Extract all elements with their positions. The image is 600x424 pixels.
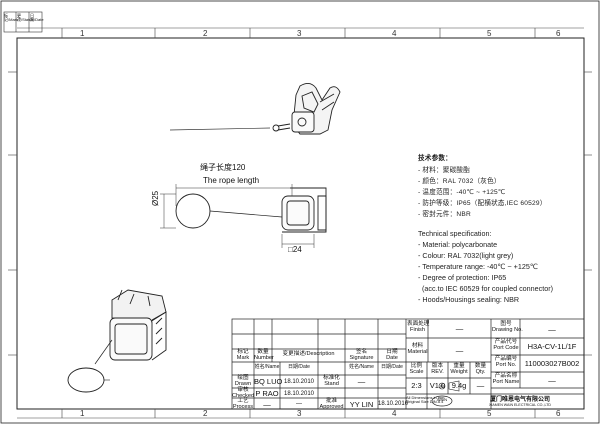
scale-value: 2:3	[411, 381, 422, 390]
row-date: 18.10.2010	[283, 379, 315, 385]
zone-label: 6	[556, 409, 561, 418]
company-logo-icon	[431, 395, 453, 407]
hood-top-view	[272, 83, 341, 135]
row-role: 绘图 Drawn	[234, 375, 252, 387]
row-std-value: YY LIN	[349, 400, 374, 409]
spec-cn-line: - 防护等级：IP65（配横状态,IEC 60529）	[418, 200, 547, 207]
revision-strip	[3, 11, 43, 33]
revision-status-label: 更改/Status	[17, 13, 34, 22]
description-header: 变更描述/Description	[282, 351, 335, 357]
zone-ticks	[8, 27, 592, 419]
spec-en-line: - Colour: RAL 7032(light grey)	[418, 251, 514, 260]
square-size-label: □24	[288, 245, 302, 254]
spec-cn-line: - 材料：聚碳酸酯	[418, 167, 470, 174]
row-role: 审核 Checked	[232, 387, 255, 399]
rope-length-cn-label: 绳子长度120	[200, 163, 246, 172]
part-no-value: 110003027B002	[524, 359, 580, 368]
finish-label: 表面处理 Finish	[407, 321, 430, 333]
material-label: 材料 Material	[407, 343, 428, 355]
drawing-no-label: 图号 Drawing No.	[492, 321, 523, 333]
title-block-grid	[231, 318, 585, 410]
zone-label: 1	[80, 29, 85, 38]
rev-label: 版本 REV.	[431, 363, 444, 375]
spec-en-line: - Degree of protection: IP65	[418, 273, 507, 282]
finish-value: —	[455, 324, 464, 333]
company-logo-text: WAIN	[436, 397, 448, 402]
date-header: 日期 Date	[386, 349, 398, 361]
company-name-cn: 厦门唯恩电气有限公司	[489, 397, 550, 403]
zone-label: 4	[392, 29, 397, 38]
product-code-value: H3A-CV-1L/1F	[527, 342, 577, 351]
part-no-label: 产品编号 Port No.	[494, 356, 518, 368]
revision-mark-label: 标记/Mark	[4, 13, 18, 22]
units-note: All Dimensions in mm Original Size DIN A…	[406, 395, 444, 405]
zone-label: 1	[80, 409, 85, 418]
row-name: —	[263, 400, 271, 409]
qty-label: 数量 Qty.	[474, 363, 487, 375]
zone-label: 2	[203, 409, 208, 418]
zone-label: 6	[556, 29, 561, 38]
zone-label: 5	[487, 29, 492, 38]
row-name: P RAO	[255, 389, 279, 398]
drawing-no-value: —	[548, 325, 556, 334]
spec-en-line: (acc.to IEC 60529 for coupled connector)	[418, 284, 554, 293]
zone-label: 3	[297, 29, 302, 38]
row-name: BQ LUO	[254, 377, 283, 386]
spec-cn-heading: 技术参数：	[418, 155, 452, 162]
sig-name-col-header: 姓名/Name	[349, 364, 374, 370]
weight-label: 重量 Weight	[450, 363, 468, 375]
signature-header: 签名 Signature	[349, 349, 374, 361]
rope-length-en-label: The rope length	[203, 176, 260, 185]
first-angle-projection-icon	[438, 380, 460, 392]
rev-value: V1.0	[429, 381, 446, 390]
spec-en-heading: Technical specification:	[418, 229, 492, 238]
spec-cn-line: - 密封元件：NBR	[418, 211, 471, 218]
part-name-value: —	[548, 376, 556, 385]
mark-header: 标记 Mark	[236, 349, 250, 361]
dimension-lines	[160, 184, 315, 248]
approved-date: 18.10.2010	[378, 401, 409, 407]
company-name-en: XIAMEN WAIN ELECTRICAL CO.,LTD	[489, 403, 551, 407]
ring-diameter-label: Ø25	[151, 190, 160, 206]
row-std-label: 标准化 Stand	[323, 375, 340, 387]
rope-line	[169, 127, 271, 131]
zone-label: 2	[203, 29, 208, 38]
revision-date-label: 日期/Date	[30, 13, 44, 22]
row-date: —	[296, 401, 302, 407]
row-std-value: —	[357, 377, 366, 386]
ring-front-view	[175, 187, 327, 233]
qty-value: —	[476, 381, 485, 390]
hood-isometric-view	[67, 289, 167, 393]
row-date: 18.10.2010	[283, 391, 315, 397]
date-col-header: 日期/Date	[288, 364, 310, 370]
zone-label: 4	[392, 409, 397, 418]
spec-cn-line: - 温度范围：-40℃ ~ +125℃	[418, 189, 506, 196]
spec-en-line: - Temperature range: -40℃ ~ +125℃	[418, 262, 538, 271]
row-std-label: 批准 Approved	[319, 398, 344, 410]
zone-label: 3	[297, 409, 302, 418]
part-name-label: 产品名称 Port Name	[492, 373, 520, 385]
number-header: 数量 Number	[254, 349, 274, 361]
row-role: 工艺 Process	[232, 398, 254, 410]
name-col-header: 姓名/Name	[254, 364, 280, 370]
spec-cn-line: - 颜色：RAL 7032（灰色）	[418, 178, 501, 185]
scale-label: 比例 Scale	[409, 363, 424, 375]
zone-label: 5	[487, 409, 492, 418]
weight-value: 9.4g	[451, 381, 467, 390]
sig-date-col-header: 日期/Date	[381, 364, 403, 370]
spec-en-line: - Material: polycarbonate	[418, 240, 498, 249]
product-code-label: 产品代号 Port Code	[493, 339, 519, 351]
material-value: —	[455, 346, 464, 355]
spec-en-line: - Hoods/Housings sealing: NBR	[418, 295, 520, 304]
